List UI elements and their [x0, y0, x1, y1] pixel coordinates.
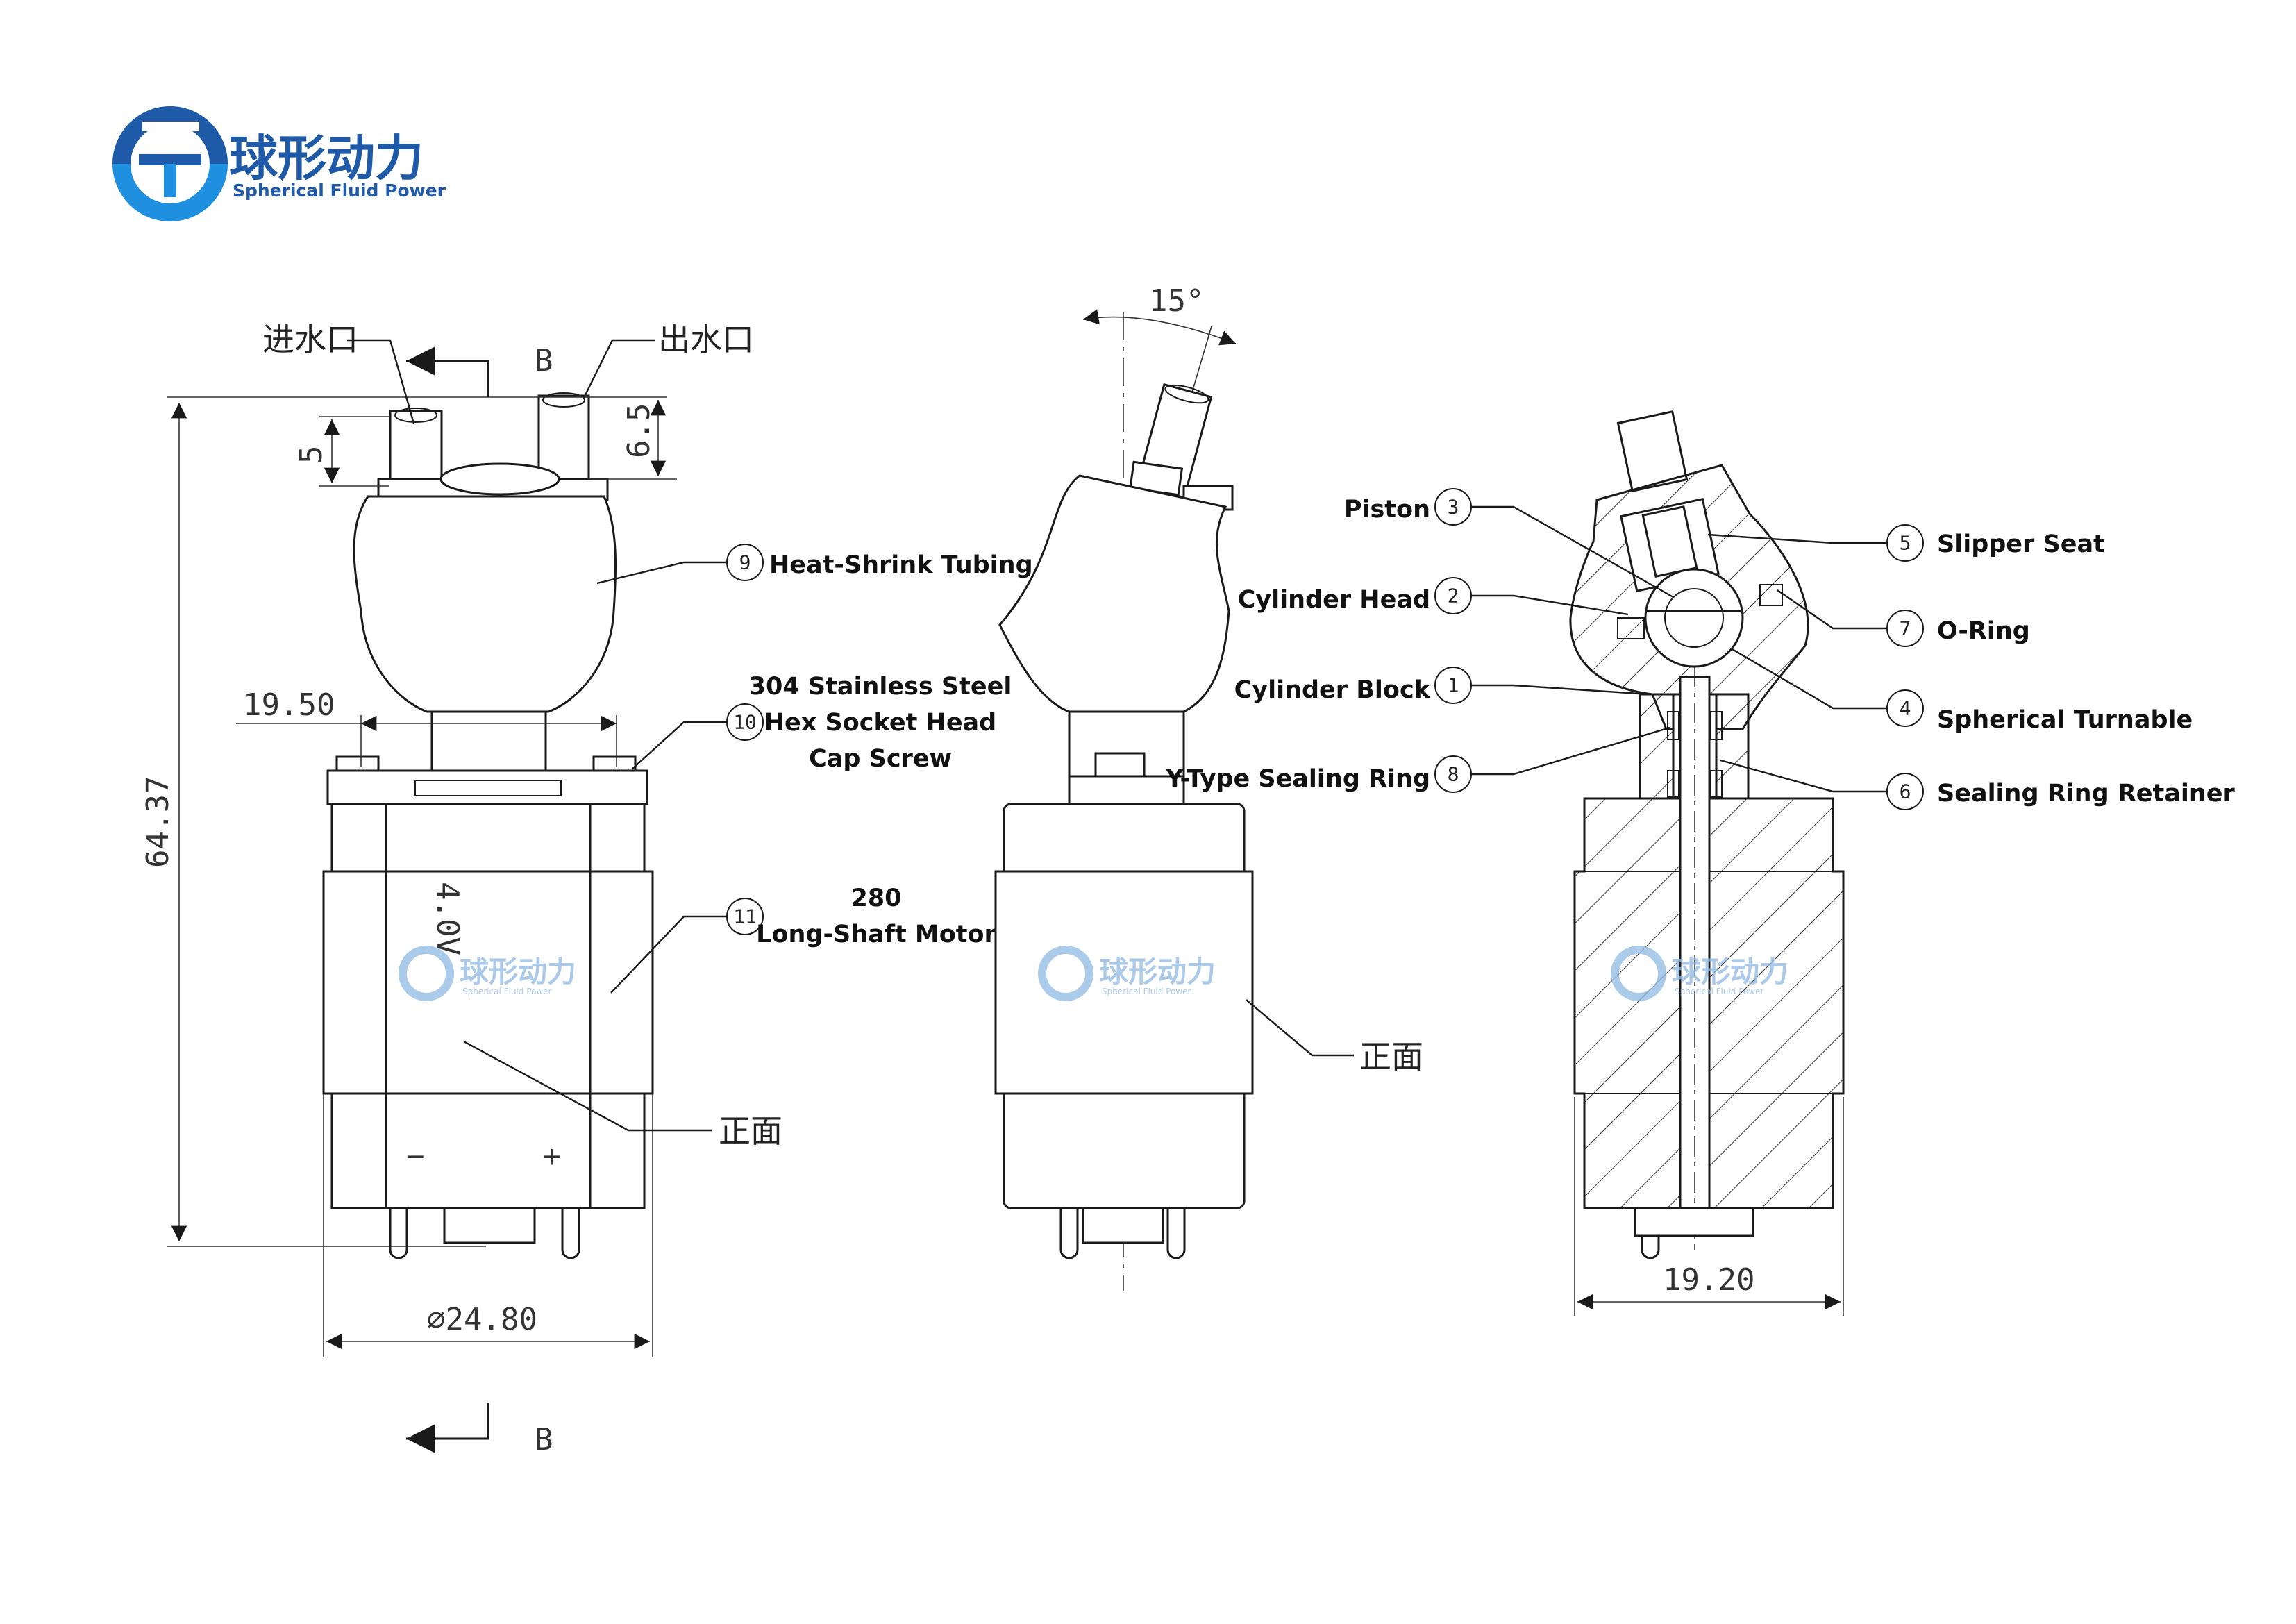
dim-overall-height: 64.37	[140, 776, 176, 868]
callout-1-number: 1	[1448, 674, 1459, 697]
label-screw-line1: 304 Stainless Steel	[749, 673, 1012, 701]
outlet-label: 出水口	[658, 321, 754, 358]
logo-emblem-icon	[112, 106, 228, 221]
watermark-name-cn: 球形动力	[1099, 955, 1216, 989]
label-motor-line2: Long-Shaft Motor	[756, 921, 996, 948]
company-logo: 球形动力 Spherical Fluid Power	[112, 106, 446, 221]
watermark-name-cn: 球形动力	[1672, 955, 1788, 989]
section-mark-bottom: B	[535, 1422, 553, 1457]
watermark-name-en: Spherical Fluid Power	[1675, 987, 1764, 996]
voltage-label: 4.0V	[430, 882, 465, 955]
label-slipper-seat: Slipper Seat	[1937, 530, 2105, 558]
label-heat-shrink-tubing: Heat-Shrink Tubing	[769, 551, 1033, 579]
label-cylinder-head: Cylinder Head	[1238, 586, 1430, 614]
callout-3-number: 3	[1448, 496, 1459, 519]
front-label-middle: 正面	[1359, 1038, 1423, 1075]
label-y-type-sealing-ring: Y-Type Sealing Ring	[1165, 765, 1430, 793]
heat-shrink-body	[353, 495, 617, 713]
callout-10-number: 10	[733, 711, 757, 734]
motor-flange	[326, 769, 648, 805]
label-spherical-turnable: Spherical Turnable	[1937, 706, 2193, 734]
watermark-middle: 球形动力 Spherical Fluid Power	[1038, 946, 1216, 1001]
watermark-emblem-icon	[1038, 946, 1093, 1001]
dim-outlet-height: 6.5	[621, 403, 657, 458]
callout-7-number: 7	[1900, 617, 1911, 640]
label-motor-line1: 280	[850, 885, 901, 912]
front-view: − + 4.0V 球形动力 Spherical Fluid Power 64.3…	[140, 321, 1033, 1457]
label-piston: Piston	[1344, 496, 1430, 524]
callout-8-number: 8	[1448, 763, 1459, 786]
watermark-name-en: Spherical Fluid Power	[1102, 987, 1191, 996]
callout-2-number: 2	[1448, 585, 1459, 608]
watermark-right: 球形动力 Spherical Fluid Power	[1611, 946, 1788, 1001]
watermark-emblem-icon	[399, 946, 454, 1001]
front-label-left: 正面	[719, 1112, 782, 1150]
dim-inlet-height: 5	[294, 446, 329, 464]
dim-angle: 15°	[1149, 283, 1204, 319]
logo-name-cn: 球形动力	[229, 130, 424, 187]
label-sealing-ring-retainer: Sealing Ring Retainer	[1937, 780, 2236, 807]
watermark-emblem-icon	[1611, 946, 1666, 1001]
callout-11-number: 11	[733, 905, 757, 928]
logo-name-en: Spherical Fluid Power	[233, 181, 446, 201]
polarity-positive: +	[543, 1139, 562, 1174]
watermark-name-cn: 球形动力	[460, 955, 576, 989]
watermark-left: 球形动力 Spherical Fluid Power	[399, 946, 576, 1001]
side-view: 15° 球形动力 Spherical Fluid Power 正面	[994, 283, 1423, 1291]
callout-9-number: 9	[739, 551, 751, 574]
callout-6-number: 6	[1900, 780, 1911, 803]
label-screw-line3: Cap Screw	[809, 745, 952, 773]
label-cylinder-block: Cylinder Block	[1234, 676, 1431, 704]
watermark-name-en: Spherical Fluid Power	[462, 987, 552, 996]
label-o-ring: O-Ring	[1937, 617, 2030, 645]
polarity-negative: −	[406, 1139, 425, 1174]
callout-4-number: 4	[1900, 697, 1911, 720]
dim-motor-diameter: ⌀24.80	[427, 1302, 537, 1337]
label-screw-line2: Hex Socket Head	[764, 709, 996, 737]
section-mark-top: B	[535, 343, 553, 378]
dim-block-width: 19.20	[1663, 1262, 1754, 1298]
inlet-label: 进水口	[262, 321, 358, 358]
dim-flange-width: 19.50	[243, 687, 335, 723]
callout-5-number: 5	[1900, 532, 1911, 555]
section-view: 球形动力 Spherical Fluid Power 19.20 Piston …	[1165, 410, 2236, 1316]
